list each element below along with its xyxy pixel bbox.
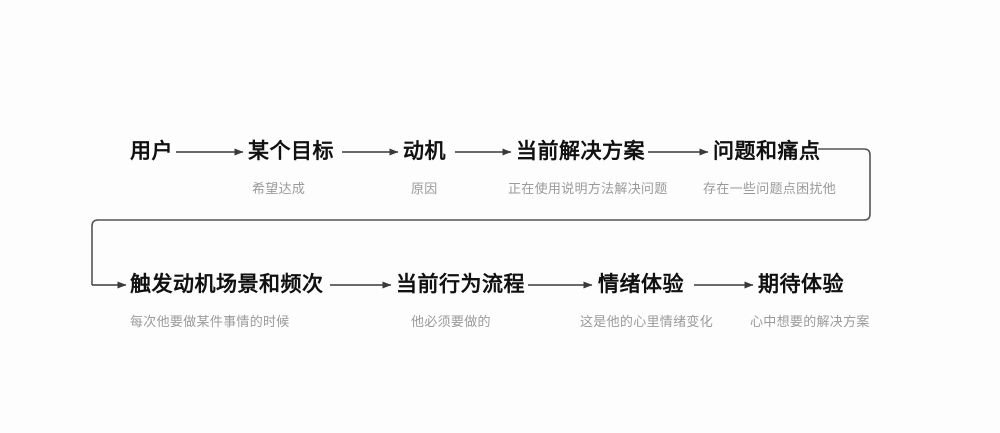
node-expected-experience-title: 期待体验 — [758, 273, 844, 296]
node-motive-subtitle: 原因 — [411, 181, 438, 196]
node-pain-points[interactable]: 问题和痛点 — [713, 141, 821, 162]
node-trigger-scene[interactable]: 触发动机场景和频次 — [130, 274, 324, 295]
wrap-connector — [91, 148, 871, 285]
node-emotional-experience-subtitle: 这是他的心里情绪变化 — [580, 314, 714, 329]
node-motive[interactable]: 动机 — [403, 141, 446, 162]
node-pain-points-subtitle: 存在一些问题点困扰他 — [703, 181, 837, 196]
node-current-solution-subtitle: 正在使用说明方法解决问题 — [508, 181, 668, 196]
node-goal-title: 某个目标 — [248, 140, 334, 163]
node-goal-subtitle: 希望达成 — [252, 181, 306, 196]
node-expected-experience-subtitle: 心中想要的解决方案 — [750, 314, 870, 329]
node-current-process-title: 当前行为流程 — [396, 273, 525, 296]
node-emotional-experience-title: 情绪体验 — [598, 273, 684, 296]
node-current-solution[interactable]: 当前解决方案 — [516, 141, 645, 162]
node-user-title: 用户 — [130, 140, 173, 163]
node-user[interactable]: 用户 — [130, 141, 173, 162]
node-pain-points-title: 问题和痛点 — [713, 140, 821, 163]
node-goal[interactable]: 某个目标 — [248, 141, 334, 162]
node-trigger-scene-title: 触发动机场景和频次 — [130, 273, 324, 296]
node-trigger-scene-subtitle: 每次他要做某件事情的时候 — [130, 314, 290, 329]
node-emotional-experience[interactable]: 情绪体验 — [598, 274, 684, 295]
node-motive-title: 动机 — [403, 140, 446, 163]
node-current-process-subtitle: 他必须要做的 — [411, 314, 491, 329]
node-current-process[interactable]: 当前行为流程 — [396, 274, 525, 295]
node-expected-experience[interactable]: 期待体验 — [758, 274, 844, 295]
node-current-solution-title: 当前解决方案 — [516, 140, 645, 163]
